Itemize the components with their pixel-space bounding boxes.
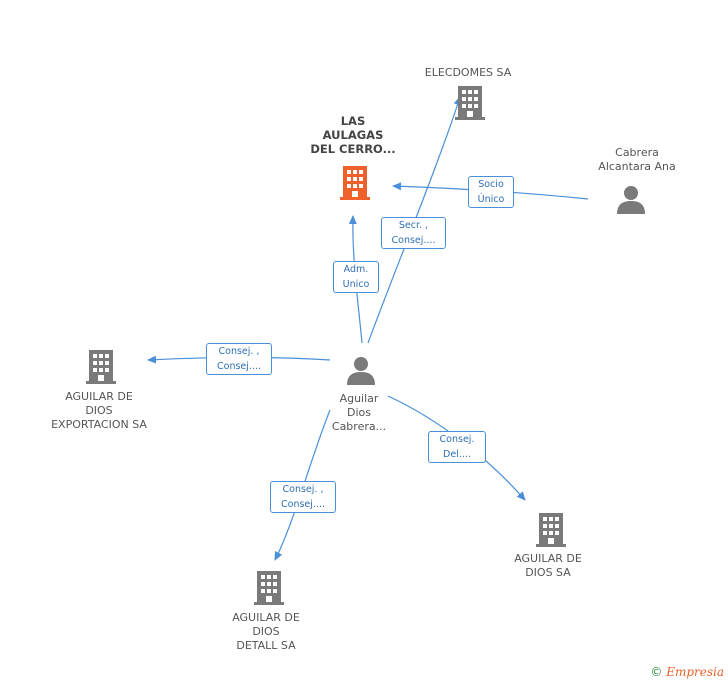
person-icon[interactable] bbox=[616, 184, 646, 218]
edge-label-line: Del.... bbox=[443, 449, 471, 460]
label-line: DETALL SA bbox=[236, 639, 296, 652]
node-elecdomes-label[interactable]: ELECDOMES SA bbox=[408, 66, 528, 80]
edge-label-consej-detall[interactable]: Consej. , Consej.... bbox=[270, 481, 336, 513]
edge-label-line: Secr. , bbox=[398, 220, 429, 231]
edge-label-secr-consej[interactable]: Secr. , Consej.... bbox=[381, 217, 446, 249]
footer-watermark: © Empresia bbox=[650, 665, 724, 679]
edge-label-socio-unico[interactable]: Socio Único bbox=[468, 176, 514, 208]
label-line: Alcantara Ana bbox=[598, 160, 676, 173]
label-line: DEL CERRO... bbox=[310, 142, 396, 156]
label-line: Cabrera bbox=[615, 146, 659, 159]
edge-label-line: Consej. bbox=[439, 434, 475, 445]
label-line: AULAGAS bbox=[322, 128, 384, 142]
label-line: EXPORTACION SA bbox=[51, 418, 147, 431]
person-icon[interactable] bbox=[346, 355, 376, 389]
edge-label-line: Consej. , bbox=[282, 484, 324, 495]
label-line: DIOS bbox=[252, 625, 280, 638]
label-line: LAS bbox=[340, 114, 366, 128]
edge-label-consej-del[interactable]: Consej. Del.... bbox=[428, 431, 486, 463]
edge-label-line: Único bbox=[477, 194, 505, 205]
edge-label-line: Unico bbox=[342, 279, 370, 290]
label-line: DIOS SA bbox=[525, 566, 571, 579]
edge-label-adm-unico[interactable]: Adm. Unico bbox=[333, 261, 379, 293]
edge-label-line: Consej.... bbox=[391, 235, 436, 246]
label-line: DIOS bbox=[85, 404, 113, 417]
brand-logo: Empresia bbox=[666, 665, 724, 679]
copyright-symbol: © bbox=[650, 665, 663, 679]
edge-label-line: Consej.... bbox=[217, 361, 261, 372]
node-detall-label[interactable]: AGUILAR DE DIOS DETALL SA bbox=[206, 611, 326, 653]
edge-label-line: Consej. , bbox=[218, 346, 260, 357]
edge-label-line: Socio bbox=[478, 179, 504, 190]
node-aguilar-sa-label[interactable]: AGUILAR DE DIOS SA bbox=[488, 552, 608, 580]
edge-label-line: Adm. bbox=[343, 264, 369, 275]
building-icon[interactable] bbox=[253, 569, 285, 609]
node-exportacion-label[interactable]: AGUILAR DE DIOS EXPORTACION SA bbox=[39, 390, 159, 432]
label-line: Aguilar bbox=[339, 392, 379, 405]
edge-label-line: Consej.... bbox=[281, 499, 325, 510]
node-cabrera-label[interactable]: Cabrera Alcantara Ana bbox=[572, 146, 702, 174]
label-line: Dios bbox=[347, 406, 371, 419]
label-line: AGUILAR DE bbox=[232, 611, 300, 624]
node-aguilar-person-label[interactable]: Aguilar Dios Cabrera... bbox=[304, 392, 414, 434]
building-icon[interactable] bbox=[454, 84, 486, 124]
label-line: Cabrera... bbox=[331, 420, 387, 433]
label-line: AGUILAR DE bbox=[65, 390, 133, 403]
building-icon[interactable] bbox=[339, 164, 371, 204]
building-icon[interactable] bbox=[535, 511, 567, 551]
building-icon[interactable] bbox=[85, 348, 117, 388]
label-line: ELECDOMES SA bbox=[424, 66, 512, 79]
edge-secr-consej bbox=[367, 96, 462, 344]
edge-label-consej-export[interactable]: Consej. , Consej.... bbox=[206, 343, 272, 375]
node-las-aulagas-label[interactable]: LAS AULAGAS DEL CERRO... bbox=[298, 114, 408, 156]
label-line: AGUILAR DE bbox=[514, 552, 582, 565]
